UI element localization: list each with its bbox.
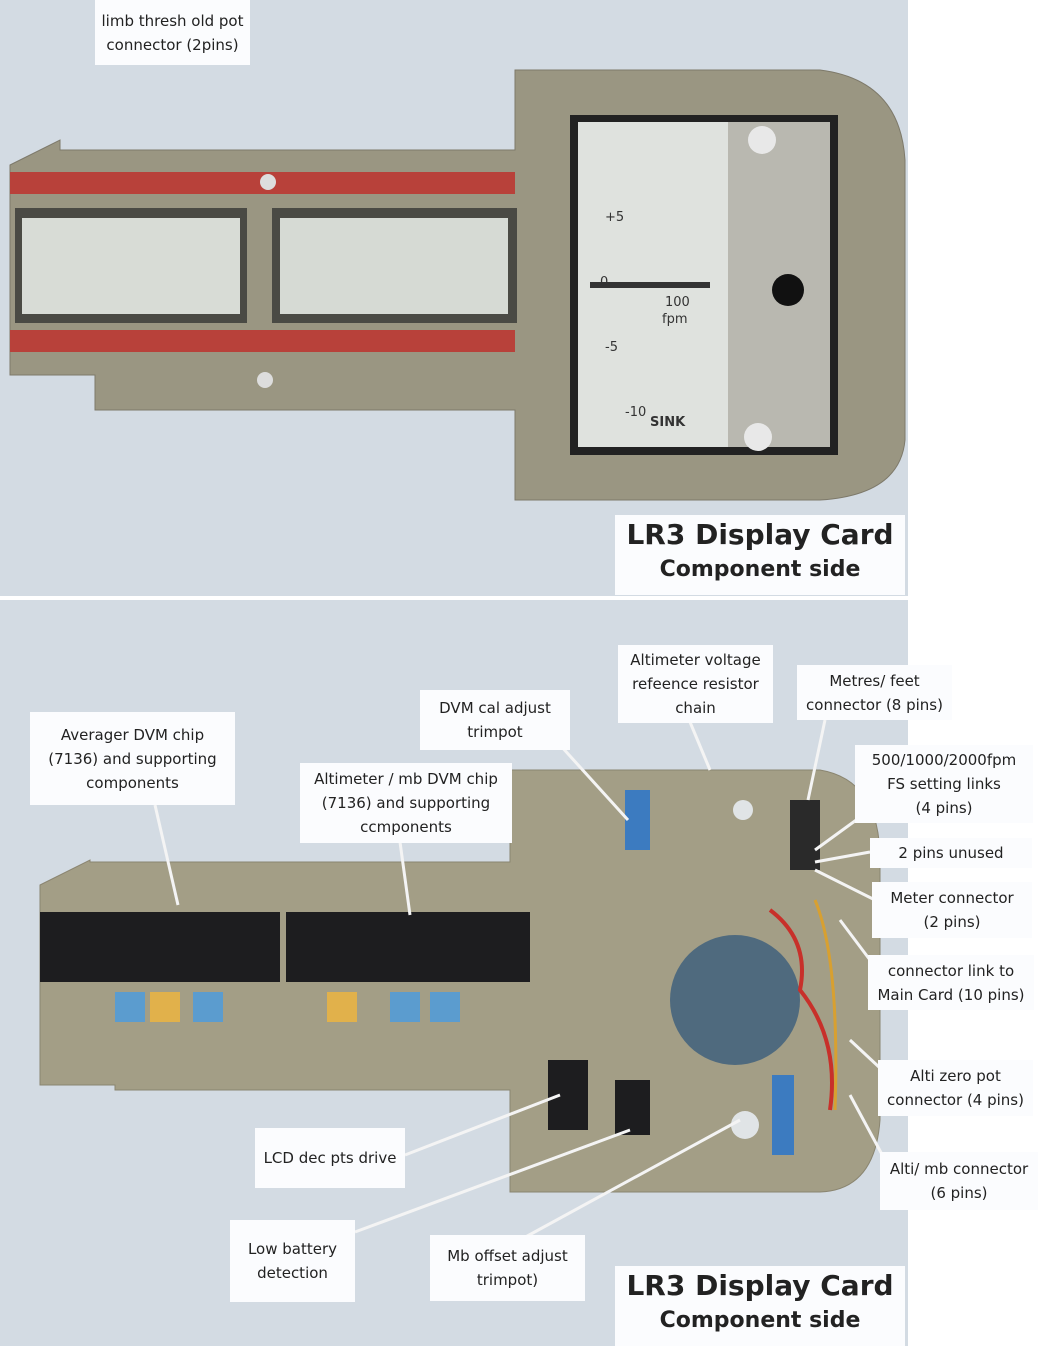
label-line: Mb offset adjust [447,1247,568,1265]
bottom-title: LR3 Display Card [626,1269,894,1302]
label-line: DVM cal adjust [439,699,551,717]
label-line: refeence resistor [632,675,759,693]
annotation-arrows [153,719,887,1242]
label-averager-dvm-chip: Averager DVM chip (7136) and supporting … [30,712,235,805]
label-alti-zero-pot-connector: Alti zero pot connector (4 pins) [878,1060,1033,1116]
label-line: detection [257,1264,328,1282]
label-line: Alti zero pot [910,1067,1001,1085]
top-title: LR3 Display Card [626,518,894,551]
label-line: Alti/ mb connector [889,1160,1029,1178]
label-line: FS setting links [887,775,1001,793]
label-line: LCD dec pts drive [263,1149,397,1167]
label-line: limb thresh old pot [101,11,244,30]
label-line: Altimeter voltage [630,651,761,669]
meter-unit: fpm [662,312,688,327]
label-line: Averager DVM chip [60,725,205,744]
label-pins-unused: 2 pins unused [870,838,1032,868]
meter-scale-value: 100 [665,295,690,310]
bottom-title-box: LR3 Display Card Component side [615,1266,905,1346]
label-line: Meter connector [890,889,1014,907]
bottom-subtitle: Component side [659,1308,861,1333]
label-line: connector (4 pins) [887,1091,1024,1109]
label-line: 2 pins unused [898,844,1004,862]
label-line: trimpot [467,723,523,741]
label-line: connector (2pins) [106,35,239,54]
label-meter-connector: Meter connector (2 pins) [872,882,1032,938]
label-line: trimpot) [476,1271,539,1289]
top-subtitle: Component side [659,557,861,582]
label-line: components [86,773,179,792]
meter-scale-minus5: -5 [605,340,618,355]
label-mb-offset-trimpot: Mb offset adjust trimpot) [430,1235,585,1301]
label-alti-mb-connector: Alti/ mb connector (6 pins) [880,1152,1038,1210]
label-line: Altimeter / mb DVM chip [314,770,498,788]
label-line: (7136) and supporting [321,794,491,812]
label-dvm-cal-trimpot: DVM cal adjust trimpot [420,690,570,750]
meter-scale-zero: 0 [600,275,609,290]
meter-scale-plus5: +5 [605,210,625,225]
label-line: ccmponents [360,818,452,836]
meter-sink-label: SINK [650,415,686,430]
label-line: Low battery [247,1240,338,1258]
label-line: (4 pins) [915,799,973,817]
top-board [9,69,906,501]
label-line: (2 pins) [923,913,981,931]
label-line: chain [675,699,716,717]
label-low-battery-detection: Low battery detection [230,1220,355,1302]
label-limb-threshold-connector: limb thresh old pot connector (2pins) [95,0,250,65]
label-metres-feet-connector: Metres/ feet connector (8 pins) [797,665,952,720]
top-title-box: LR3 Display Card Component side [615,515,905,595]
label-lcd-dec-pts-drive: LCD dec pts drive [255,1128,405,1188]
label-line: (7136) and supporting [48,749,217,768]
label-line: Main Card (10 pins) [877,985,1025,1004]
label-line: 500/1000/2000fpm [871,751,1017,769]
label-fs-setting-links: 500/1000/2000fpm FS setting links (4 pin… [855,745,1033,823]
meter-scale-minus10: -10 [625,405,647,420]
label-line: Metres/ feet [829,671,920,690]
label-altimeter-reference-chain: Altimeter voltage refeence resistor chai… [618,645,773,723]
label-main-card-connector: connector link to Main Card (10 pins) [868,955,1034,1010]
label-line: connector link to [887,961,1015,980]
label-line: (6 pins) [930,1184,988,1202]
label-altimeter-dvm-chip: Altimeter / mb DVM chip (7136) and suppo… [300,763,512,843]
label-line: connector (8 pins) [806,695,943,714]
